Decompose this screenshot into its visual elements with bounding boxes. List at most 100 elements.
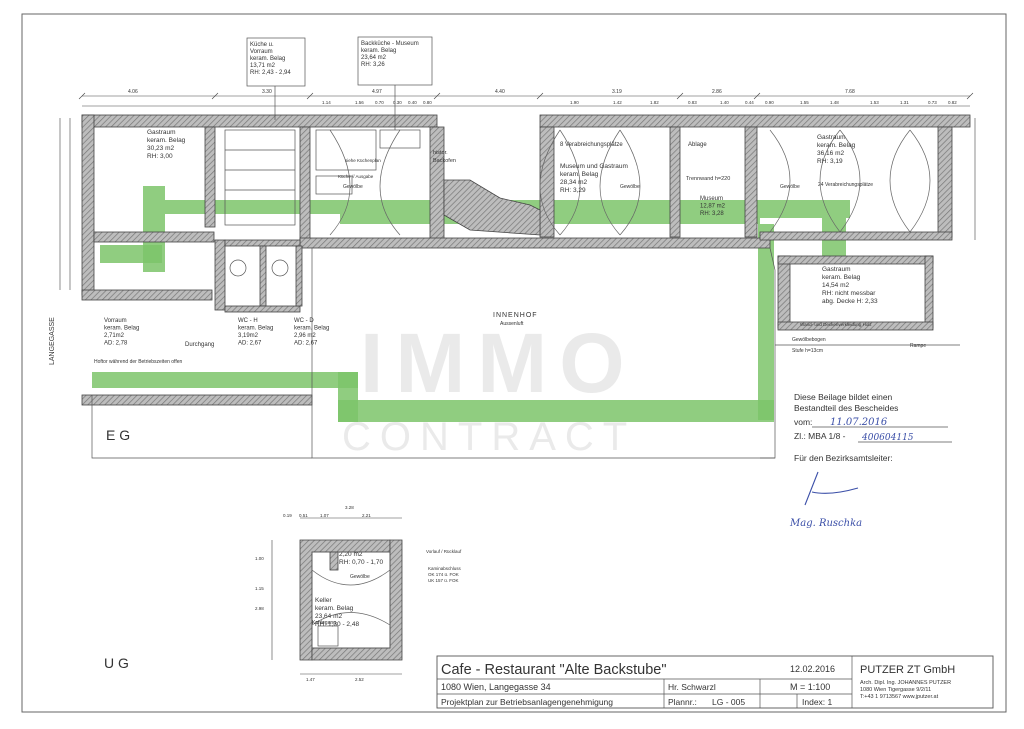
kueche-ausgabe-label: Küche // Ausgabe — [338, 174, 374, 179]
room-kueche-line: RH: 2,43 - 2,94 — [250, 70, 291, 76]
ug-dim-bottom: 1.47 — [306, 677, 315, 682]
room-gastraum3-line: 14,54 m2 — [822, 282, 849, 289]
tb-firm: PUTZER ZT GmbH — [860, 664, 955, 676]
stamp-zl-label: Zl.: MBA 1/8 - — [794, 431, 846, 441]
room-wch-line: 3,19m2 — [238, 333, 259, 339]
dim-sub-label: 0.44 — [745, 100, 754, 105]
room-gastraum3-line: keram. Belag — [822, 274, 861, 281]
room-gastraum3-line: Gastraum — [822, 266, 851, 273]
room-gastraum2-line: keram. Belag — [817, 142, 856, 149]
stamp-leiter: Für den Bezirksamtsleiter: — [794, 453, 893, 463]
room-museum-line: Museum und Gastraum — [560, 163, 628, 170]
room-wch-line: keram. Belag — [238, 326, 273, 332]
stamp-line-1: Diese Beilage bildet einen — [794, 392, 893, 402]
watermark-contract: CONTRACT — [342, 415, 636, 459]
room-vorraum-line: keram. Belag — [104, 326, 139, 332]
ug-dim-top: 2.21 — [362, 513, 371, 518]
dim-tick — [211, 92, 219, 100]
room-backkueche-line: keram. Belag — [361, 48, 396, 54]
dim-tick — [966, 92, 974, 100]
ug-dim-left: 1.00 — [255, 556, 264, 561]
room-gastraum2-line: Gastraum — [817, 134, 846, 141]
dim-sub-label: 1.42 — [613, 100, 622, 105]
dim-top-label: 4.40 — [495, 89, 505, 95]
dim-sub-label: 1.40 — [720, 100, 729, 105]
hoftor-label: Hoftor während der Betriebszeiten offen — [94, 359, 183, 365]
room-gastraum3-line: RH: nicht messbar — [822, 290, 876, 297]
room-nische-line: 2,20 m2 — [339, 551, 363, 558]
room-backkueche-line: 23,64 m2 — [361, 55, 387, 61]
room-museum-line: keram. Belag — [560, 171, 599, 178]
callout-kueche — [246, 37, 306, 120]
dim-top-label: 2.86 — [712, 89, 722, 95]
stamp-vom-label: vom: — [794, 417, 812, 427]
room-museum2-line: 12,87 m2 — [700, 204, 726, 210]
room-gastraum1-line: 30,23 m2 — [147, 145, 174, 152]
ug-dim-top: 0.19 — [283, 513, 292, 518]
room-kueche-line: Küche u. — [250, 42, 274, 48]
gewoelbe-label-3: Gewölbe — [343, 184, 363, 190]
vorlauf-label: Vorlauf / Rücklauf — [426, 549, 462, 554]
ug-plan — [271, 517, 403, 675]
backofen-label-1: histor. — [433, 150, 448, 156]
dim-tick — [78, 92, 86, 100]
ug-dim-top: 3.28 — [345, 505, 354, 510]
stamp-signature: Mag. Ruschka — [789, 518, 862, 529]
room-wcd-line: WC - D — [294, 318, 314, 324]
stamp-zl-value: 400604115 — [861, 433, 914, 443]
dim-sub-label: 1.82 — [650, 100, 659, 105]
ug-dim-top: 1.07 — [320, 513, 329, 518]
watermark-immo: IMMO — [360, 316, 637, 410]
room-backkueche-line: Backküche - Museum — [361, 41, 419, 47]
dim-sub-label: 1.90 — [570, 100, 579, 105]
dim-top-label: 7.68 — [845, 89, 855, 95]
room-kueche-line: Vorraum — [250, 49, 273, 55]
dim-sub-label: 1.48 — [830, 100, 839, 105]
room-nische-line: RH: 0,70 - 1,70 — [339, 559, 383, 566]
dim-sub-label: 0.40 — [408, 100, 417, 105]
tb-date: 12.02.2016 — [790, 664, 835, 674]
room-vorraum-line: AD: 2,78 — [104, 341, 128, 347]
stufe-label: Stufe h=13cm — [792, 348, 823, 354]
dim-tick — [433, 92, 441, 100]
room-gastraum1-line: Gastraum — [147, 129, 176, 136]
ug-gewoelbe-label: Gewölbe — [350, 574, 370, 580]
kohlegang-label: Kohlegang — [312, 620, 336, 626]
trennwand-label: Trennwand h=220 — [686, 176, 730, 182]
room-wcd-line: AD: 2,67 — [294, 341, 318, 347]
tb-description: Projektplan zur Betriebsanlagengenehmigu… — [441, 697, 613, 707]
dim-tick — [536, 92, 544, 100]
dim-tick — [753, 92, 761, 100]
room-gastraum3-line: abg. Decke H: 2,33 — [822, 298, 878, 305]
dim-sub-label: 1.55 — [800, 100, 809, 105]
sheet-frame — [21, 13, 1007, 713]
kamin-label-2: OK 174 ü. FOK — [428, 572, 459, 577]
room-vorraum-line: Vorraum — [104, 318, 127, 324]
kamin-label-1: Kaminabschluss — [428, 566, 462, 571]
dim-top-label: 3.30 — [262, 89, 272, 95]
stamp-vom-value: 11.07.2016 — [830, 417, 888, 428]
dim-top-label: 3.19 — [612, 89, 622, 95]
floor-label-ug: U G — [104, 655, 129, 671]
room-kueche-line: keram. Belag — [250, 56, 285, 62]
room-vorraum-line: 2,71m2 — [104, 333, 125, 339]
tb-scale: M = 1:100 — [790, 682, 830, 692]
tb-index: Index: 1 — [802, 697, 833, 707]
kamin-label-3: UK 157 ü. FOK — [428, 578, 459, 583]
courtyard-outline — [91, 247, 960, 459]
approval-stamp: Diese Beilage bildet einen Bestandteil d… — [789, 392, 952, 529]
dim-sub-label: 0.90 — [765, 100, 774, 105]
tb-address: 1080 Wien, Langegasse 34 — [441, 682, 551, 692]
room-museum-line: 28,34 m2 — [560, 179, 587, 186]
kitchen-fixtures — [224, 129, 421, 277]
ug-dim-left: 2.98 — [255, 606, 264, 611]
room-keller-line: RH: 1,30 - 2,48 — [315, 621, 359, 628]
dim-sub-label: 1.53 — [870, 100, 879, 105]
street-label: LANGEGASSE — [49, 317, 56, 365]
verabreichung-8-label: 8 Verabreichungsplätze — [560, 142, 623, 148]
verabreichung-24-label: 24 Verabreichungsplätze — [818, 182, 873, 188]
room-wcd-line: 2,96 m2 — [294, 333, 316, 339]
gewoelbebogen-label: Gewölbebogen — [792, 337, 826, 343]
